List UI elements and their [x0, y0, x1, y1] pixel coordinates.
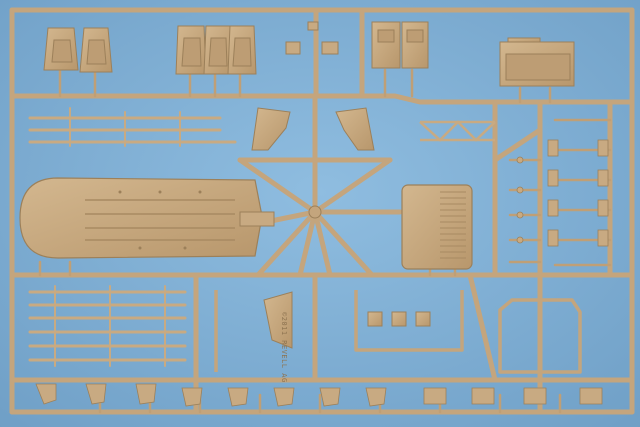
- lower-diagonal-runner: [467, 272, 498, 383]
- seat-parts-middle: [175, 25, 257, 75]
- rod-parts-lower: [28, 285, 187, 367]
- rod-parts-upper: [28, 107, 237, 147]
- hub-spoke-9: [312, 209, 333, 278]
- small-hook-parts: [516, 139, 609, 247]
- hub-spoke-3: [255, 209, 318, 278]
- box-parts-top: [371, 21, 429, 69]
- seat-parts-left: [43, 27, 113, 73]
- hub-spoke-4: [312, 209, 375, 278]
- upper-runner: [9, 93, 635, 105]
- hub-spoke-2: [312, 157, 393, 215]
- diagonal-runner: [492, 127, 543, 163]
- bottom-row-parts: [35, 383, 603, 407]
- radiator-panel-part: [401, 184, 473, 270]
- runner-hub: [308, 205, 322, 219]
- lower-center-parts: [263, 291, 431, 349]
- small-square-parts: [285, 21, 339, 55]
- bracket-frame-parts: [214, 290, 582, 374]
- sprue-runners: [9, 7, 635, 415]
- hub-spoke-8: [297, 209, 318, 278]
- hub-spoke-1: [237, 157, 318, 215]
- fin-parts: [251, 107, 375, 151]
- engine-cover-part: [499, 37, 575, 87]
- hull-deck-part: [19, 177, 275, 259]
- mold-text: ©2011 REVELL AG: [280, 312, 288, 383]
- truss-part: [419, 120, 496, 142]
